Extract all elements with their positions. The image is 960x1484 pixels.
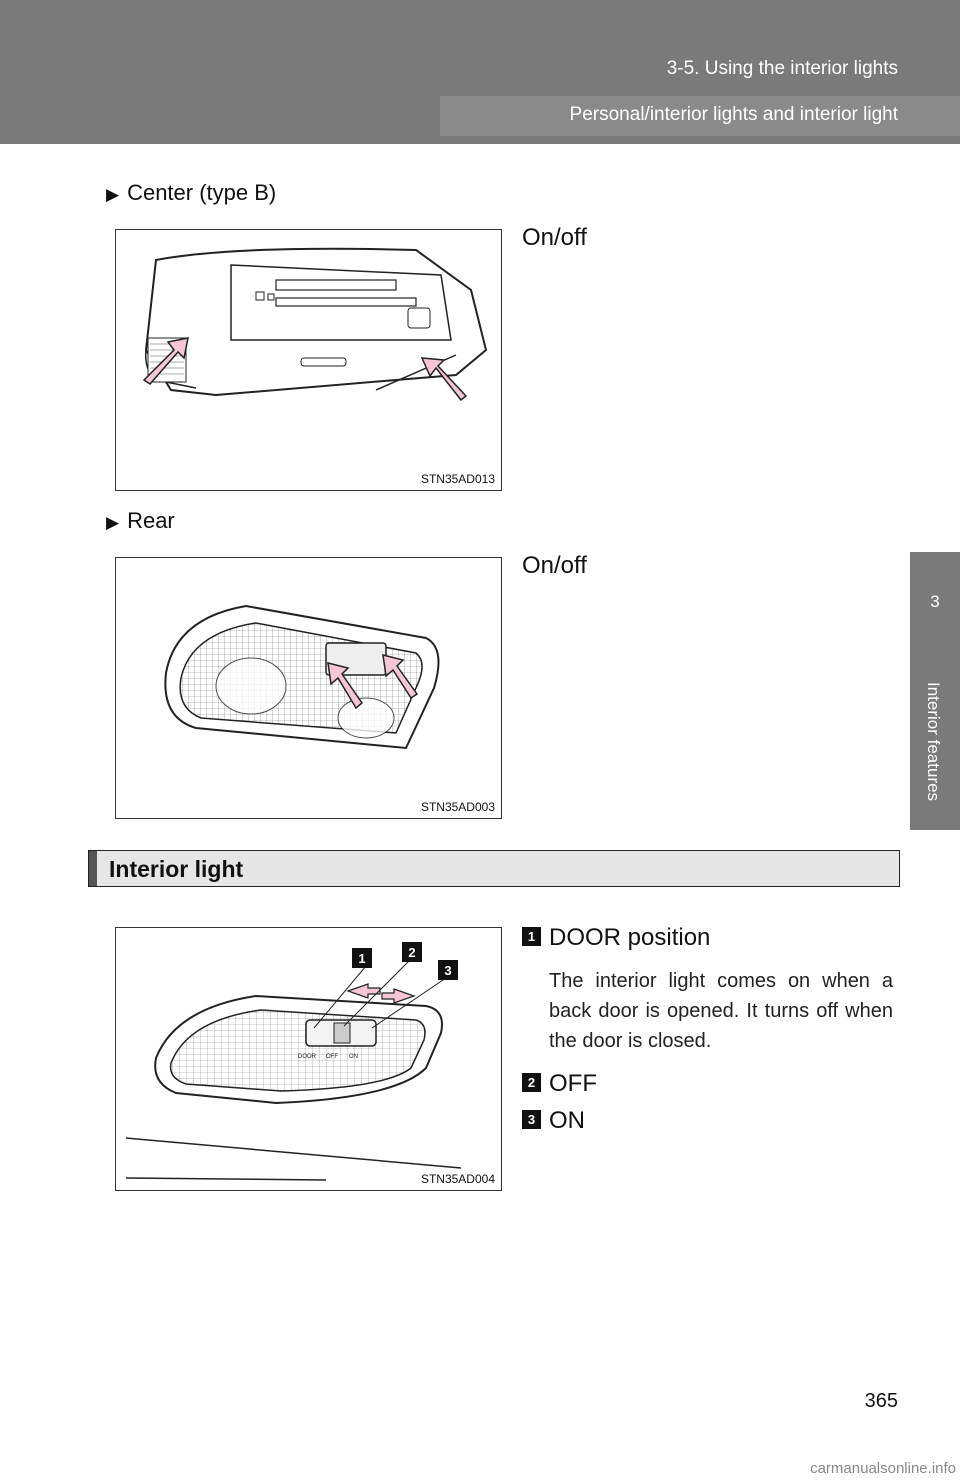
rear-heading: ▶ Rear — [106, 508, 175, 534]
chapter-label: Interior features — [924, 682, 943, 802]
center-heading: ▶ Center (type B) — [106, 180, 276, 206]
switch-label-on: ON — [349, 1054, 358, 1060]
interior-left-arrow — [346, 983, 381, 999]
chapter-number: 3 — [930, 592, 940, 611]
center-left-arrow — [142, 337, 189, 385]
center-light-figure: STN35AD013 — [115, 229, 502, 491]
door-position-description: The interior light comes on when a back … — [549, 970, 893, 1052]
section-title: 3-5. Using the interior lights — [666, 58, 898, 79]
interior-light-title-text: Interior light — [109, 856, 244, 882]
page-header: 3-5. Using the interior lights Personal/… — [0, 0, 960, 144]
watermark: carmanualsonline.info — [810, 1460, 956, 1477]
subsection-title: Personal/interior lights and interior li… — [569, 104, 898, 125]
center-right-arrow — [420, 357, 468, 402]
item-off: 2 OFF — [522, 1070, 597, 1098]
interior-light-figure: DOOR OFF ON 1 2 3 STN35AD004 — [115, 927, 502, 1191]
number-badge: 2 — [522, 1073, 541, 1093]
header-subbar — [440, 96, 960, 136]
callout-1: 1 — [358, 951, 365, 966]
chapter-tab[interactable]: 3 Interior features — [910, 552, 960, 830]
switch-label-off: OFF — [326, 1054, 338, 1060]
center-action: On/off — [522, 224, 587, 251]
triangle-bullet-icon: ▶ — [106, 185, 120, 204]
number-badge: 3 — [522, 1110, 541, 1130]
interior-light-illustration: DOOR OFF ON 1 2 3 — [125, 942, 462, 1181]
center-light-illustration — [142, 247, 488, 402]
figure-code: STN35AD003 — [420, 800, 495, 814]
item-label: OFF — [549, 1070, 597, 1097]
rear-light-figure: STN35AD003 — [115, 557, 502, 819]
center-heading-text: Center (type B) — [127, 180, 277, 205]
title-accent-bar — [89, 851, 97, 886]
item-label: DOOR position — [549, 924, 711, 951]
rear-left-arrow — [327, 662, 364, 710]
rear-right-arrow — [382, 654, 419, 700]
figure-code: STN35AD013 — [420, 472, 495, 486]
triangle-bullet-icon: ▶ — [106, 513, 120, 532]
page-number: 365 — [864, 1390, 898, 1412]
number-badge: 1 — [522, 927, 541, 947]
interior-light-section-title: Interior light — [88, 850, 900, 887]
callout-2: 2 — [408, 945, 415, 960]
callout-3: 3 — [444, 963, 451, 978]
interior-right-arrow — [381, 988, 416, 1004]
switch-label-door: DOOR — [298, 1054, 317, 1060]
rear-light-illustration — [164, 604, 440, 750]
rear-heading-text: Rear — [127, 508, 175, 533]
item-label: ON — [549, 1107, 585, 1134]
figure-code: STN35AD004 — [420, 1172, 495, 1186]
rear-action: On/off — [522, 552, 587, 579]
item-door-position: 1 DOOR position — [522, 924, 710, 952]
item-on: 3 ON — [522, 1107, 585, 1135]
